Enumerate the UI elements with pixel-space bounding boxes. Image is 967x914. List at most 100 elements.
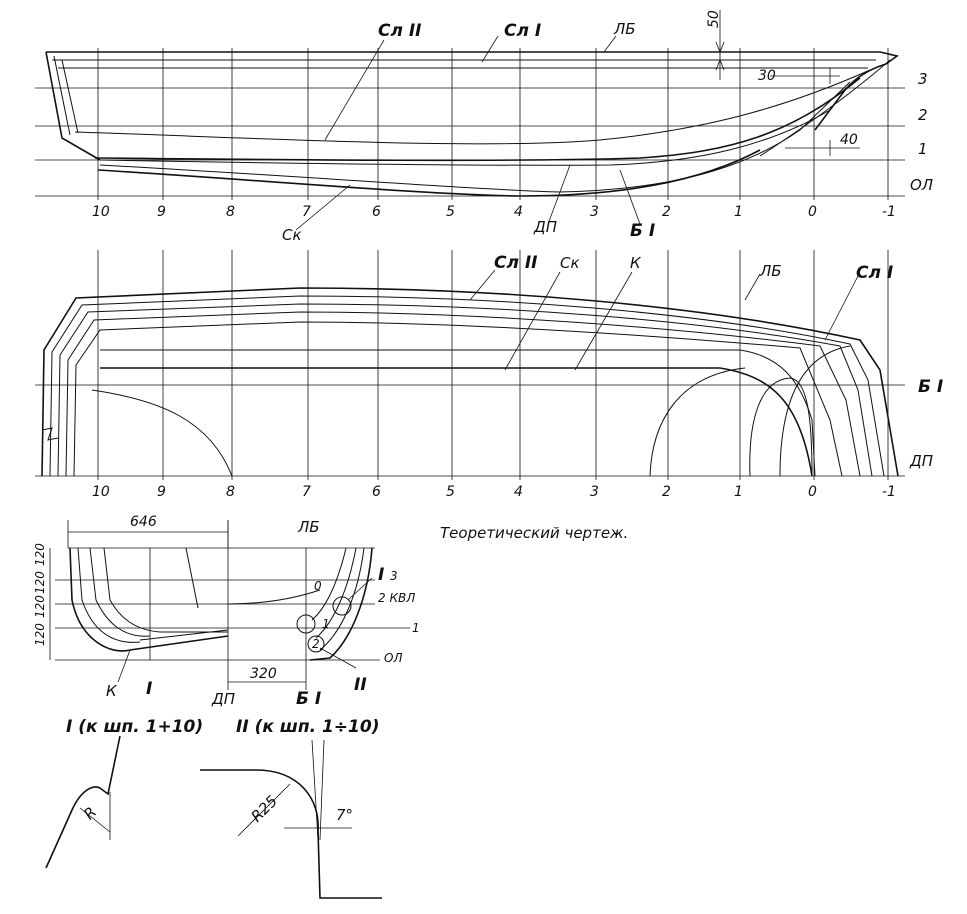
profile-view: Сл II Сл I ЛБ 50 30 40 3 2 1 ОЛ Ск ДП Б …	[35, 10, 933, 244]
plan-station-label: 8	[226, 484, 235, 500]
leader-dp	[547, 164, 571, 225]
label-dim30: 30	[758, 68, 776, 84]
plan-k	[100, 367, 813, 477]
label-dim50: 50	[706, 10, 722, 28]
plan-leader-sk	[504, 271, 561, 371]
drawing-caption: Теоретический чертеж.	[440, 524, 629, 542]
label-wl3: 3	[918, 70, 928, 88]
label-lb: ЛБ	[613, 20, 636, 38]
dim50-arrow-b	[715, 58, 725, 71]
bp-label-lb: ЛБ	[297, 518, 320, 536]
profile-station-label: -1	[882, 204, 896, 220]
keel-line-b	[99, 81, 851, 193]
plan-sl2	[57, 303, 873, 477]
detail-title-1: I (к шп. 1+10)	[66, 717, 203, 737]
bp-leader-i	[347, 577, 373, 601]
plan-station-label: 1	[734, 484, 743, 500]
plan-inner	[73, 321, 843, 477]
bp-label-k: К	[106, 682, 118, 700]
bp-aft-section-10	[69, 547, 229, 652]
profile-station-label: 9	[157, 204, 166, 220]
plan-station-label: 0	[808, 484, 817, 500]
bp-aft-keel	[139, 629, 229, 641]
profile-station-label: 1	[734, 204, 743, 220]
plan-label-sk: Ск	[560, 254, 580, 272]
detail-circle-i	[332, 596, 352, 616]
bp-fwd-section-2	[319, 547, 365, 651]
bp-label-roman1: I	[378, 565, 384, 585]
bp-label-roman2: II	[354, 675, 367, 695]
plan-leader-lb	[744, 273, 761, 301]
detail2-axis-b	[319, 739, 325, 841]
plan-station-label: 7	[302, 484, 311, 500]
plan-leader-sl2	[469, 269, 496, 301]
bp-label-st0: 0	[314, 579, 322, 593]
leader-b1	[619, 169, 641, 225]
label-dim320: 320	[250, 666, 277, 682]
profile-station-label: 8	[226, 204, 235, 220]
profile-station-label: 5	[446, 204, 455, 220]
label-sl2: Сл II	[378, 21, 422, 41]
bp-leader-ii	[319, 647, 357, 669]
profile-station-label: 10	[92, 204, 110, 220]
bp-aft-diag	[185, 547, 199, 609]
bp-height-label: 120	[33, 543, 47, 566]
plan-fwd-arc-2	[749, 377, 813, 477]
transom-notch	[41, 427, 59, 441]
plan-fwd-arc-3	[779, 345, 851, 477]
bp-label-b1: Б I	[296, 689, 321, 709]
profile-station-label: 6	[372, 204, 381, 220]
bp-aft-section-7	[103, 547, 228, 633]
plan-station-label: 3	[590, 484, 599, 500]
profile-station-label: 4	[514, 204, 523, 220]
plan-station-label: 9	[157, 484, 166, 500]
detail1-profile	[45, 735, 121, 869]
chine-line-2	[74, 69, 871, 145]
label-ol: ОЛ	[910, 176, 933, 194]
profile-station-label: 7	[302, 204, 311, 220]
profile-station-label: 3	[590, 204, 599, 220]
detail-circle-ii	[296, 614, 316, 634]
skeg-line	[97, 149, 761, 197]
plan-fwd-arc-1	[649, 367, 746, 477]
label-b1: Б I	[630, 221, 655, 241]
plan-label-k: К	[630, 254, 642, 272]
transom-line	[45, 51, 101, 161]
plan-label-sl2: Сл II	[494, 253, 538, 273]
bp-label-st2: 2	[312, 637, 320, 651]
bp-label-wl1: 1	[412, 621, 420, 635]
plan-station-label: 5	[446, 484, 455, 500]
detail2-axis	[311, 739, 319, 841]
plan-station-label: 4	[514, 484, 523, 500]
detail2-profile	[200, 769, 382, 899]
plan-leader-sl1	[824, 275, 859, 341]
bp-fwd-section-0	[227, 589, 321, 605]
detail-views: I (к шп. 1+10) II (к шп. 1÷10) R R25 7°	[45, 717, 382, 899]
detail2-radius	[237, 783, 291, 837]
bp-leader-k	[117, 649, 131, 683]
bp-label-dp: ДП	[211, 690, 235, 708]
bp-label-sub3: 3	[390, 569, 398, 583]
transom-inner	[53, 55, 71, 136]
bottom-line-b1	[99, 109, 831, 166]
dim50-arrow	[715, 41, 725, 54]
detail-title-2: II (к шп. 1÷10)	[236, 717, 379, 737]
plan-leader-k	[574, 271, 633, 371]
label-sk: Ск	[282, 226, 302, 244]
leader-lb	[603, 35, 617, 53]
profile-station-label: 2	[662, 204, 671, 220]
transom-inner-2	[61, 59, 79, 134]
plan-label-sl1: Сл I	[856, 263, 893, 283]
stem-curve	[759, 59, 891, 157]
bp-label-kvl: 2 КВЛ	[378, 591, 415, 605]
label-dim40: 40	[840, 132, 858, 148]
profile-station-lines	[97, 48, 889, 200]
label-sl1: Сл I	[504, 21, 541, 41]
profile-station-label: 0	[808, 204, 817, 220]
plan-sl1	[49, 295, 885, 477]
plan-label-lb: ЛБ	[759, 262, 782, 280]
plan-station-lines	[97, 250, 889, 480]
